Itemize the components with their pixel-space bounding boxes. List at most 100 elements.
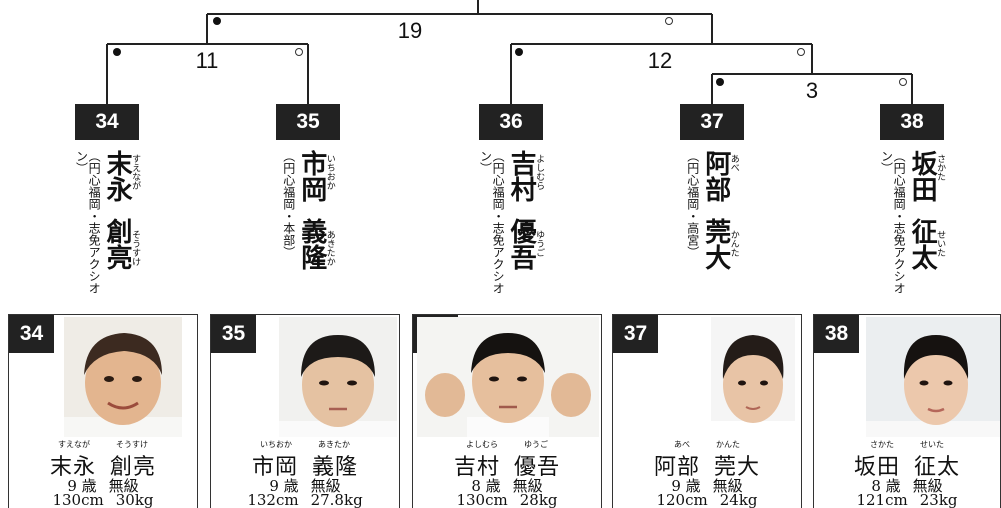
family-kana: いちおか	[324, 154, 335, 190]
age-rank-row: 8 歳無級	[413, 475, 601, 496]
family-kana: すえなが	[58, 440, 90, 449]
winner-dot	[716, 78, 724, 86]
age-rank-row: 9 歳無級	[613, 475, 801, 496]
match-number-sub: 3	[805, 78, 819, 103]
height: 132cm	[247, 491, 299, 508]
height-weight-row: 120cm 24kg	[613, 491, 801, 508]
given-kana: せいた	[935, 230, 946, 257]
dojo-label: （円心福岡・高宮）	[685, 150, 700, 258]
name-block: いちおか 市岡 あきたか 義隆	[296, 150, 335, 302]
vertical-name-35: いちおか 市岡 あきたか 義隆 （円心福岡・本部）	[271, 150, 345, 302]
loser-dot	[665, 17, 673, 25]
age-rank-row: 9 歳無級	[211, 475, 399, 496]
vertical-name-37: あべ 阿部 かんた 莞大 （円心福岡・高宮）	[675, 150, 749, 302]
tournament-bracket	[106, 0, 913, 104]
age-rank-row: 9 歳無級	[9, 475, 197, 496]
rank: 無級	[912, 477, 943, 495]
family-name: 阿部	[653, 455, 700, 480]
family-kana: さかた	[870, 440, 894, 449]
player-name: 阿部莞大	[613, 449, 801, 481]
given-name: 優吾	[506, 218, 537, 270]
winner-dot	[515, 48, 523, 56]
given-kana: せいた	[920, 440, 944, 449]
height: 121cm	[856, 491, 908, 508]
player-photo	[711, 317, 795, 437]
given-name: 優吾	[514, 455, 561, 480]
weight: 28kg	[519, 491, 558, 508]
weight: 24kg	[719, 491, 758, 508]
seed-badge: 38	[880, 104, 944, 140]
dojo-label: （円心福岡・志免アクシオン）	[478, 150, 506, 294]
family-name: 坂田	[853, 455, 900, 480]
player-photo	[417, 317, 599, 437]
age-rank-row: 8 歳無級	[814, 475, 1000, 496]
player-photo	[64, 317, 182, 437]
family-kana: よしむら	[534, 154, 545, 190]
name-kana-row: いちおか あきたか	[211, 439, 399, 450]
loser-dot	[295, 48, 303, 56]
family-kana: あべ	[728, 154, 739, 172]
height: 120cm	[656, 491, 708, 508]
player-photo	[866, 317, 1000, 437]
winner-dot	[113, 48, 121, 56]
player-name: 市岡義隆	[211, 449, 399, 481]
name-kana-row: よしむら ゆうご	[413, 439, 601, 450]
given-kana: あきたか	[318, 440, 350, 449]
loser-dot	[899, 78, 907, 86]
seed-badge: 37	[680, 104, 744, 140]
dojo-label: （円心福岡・本部）	[281, 150, 296, 258]
given-name: 莞大	[700, 218, 731, 270]
family-kana: よしむら	[466, 440, 498, 449]
given-name: 征太	[914, 455, 961, 480]
vertical-name-38: さかた 坂田 せいた 征太 （円心福岡・志免アクシオン）	[875, 150, 949, 302]
age: 9 歳	[671, 477, 701, 495]
family-kana: あべ	[674, 440, 690, 449]
name-block: すえなが 末永 そうすけ 創亮	[102, 150, 141, 302]
rank: 無級	[712, 477, 743, 495]
rank: 無級	[310, 477, 341, 495]
player-name: 坂田征太	[814, 449, 1000, 481]
dojo-label: （円心福岡・志免アクシオン）	[74, 150, 102, 294]
family-name: 吉村	[506, 150, 537, 202]
age: 8 歳	[871, 477, 901, 495]
weight: 23kg	[919, 491, 958, 508]
family-name: 阿部	[700, 150, 731, 202]
height-weight-row: 121cm 23kg	[814, 491, 1000, 508]
name-kana-row: さかた せいた	[814, 439, 1000, 450]
given-kana: あきたか	[324, 230, 335, 266]
dojo-label: （円心福岡・志免アクシオン）	[879, 150, 907, 294]
seed-badge: 36	[479, 104, 543, 140]
name-block: あべ 阿部 かんた 莞大	[700, 150, 739, 302]
given-kana: かんた	[716, 440, 740, 449]
given-kana: ゆうご	[524, 440, 548, 449]
name-block: さかた 坂田 せいた 征太	[907, 150, 946, 302]
family-name: 市岡	[251, 455, 298, 480]
family-name: 市岡	[296, 150, 327, 202]
given-name: 義隆	[296, 218, 327, 270]
name-block: よしむら 吉村 ゆうご 優吾	[506, 150, 545, 302]
match-number-final: 19	[397, 18, 423, 43]
vertical-name-34: すえなが 末永 そうすけ 創亮 （円心福岡・志免アクシオン）	[70, 150, 144, 302]
family-kana: さかた	[935, 154, 946, 181]
player-name: 吉村優吾	[413, 449, 601, 481]
family-kana: すえなが	[130, 154, 141, 190]
age: 9 歳	[67, 477, 97, 495]
rank: 無級	[108, 477, 139, 495]
vertical-name-36: よしむら 吉村 ゆうご 優吾 （円心福岡・志免アクシオン）	[474, 150, 548, 302]
given-kana: そうすけ	[130, 230, 141, 266]
age: 9 歳	[269, 477, 299, 495]
given-kana: そうすけ	[116, 440, 148, 449]
loser-dot	[797, 48, 805, 56]
seed-badge: 35	[276, 104, 340, 140]
age: 8 歳	[471, 477, 501, 495]
card-seed-badge: 34	[9, 315, 54, 353]
winner-dot	[213, 17, 221, 25]
given-name: 義隆	[312, 455, 359, 480]
